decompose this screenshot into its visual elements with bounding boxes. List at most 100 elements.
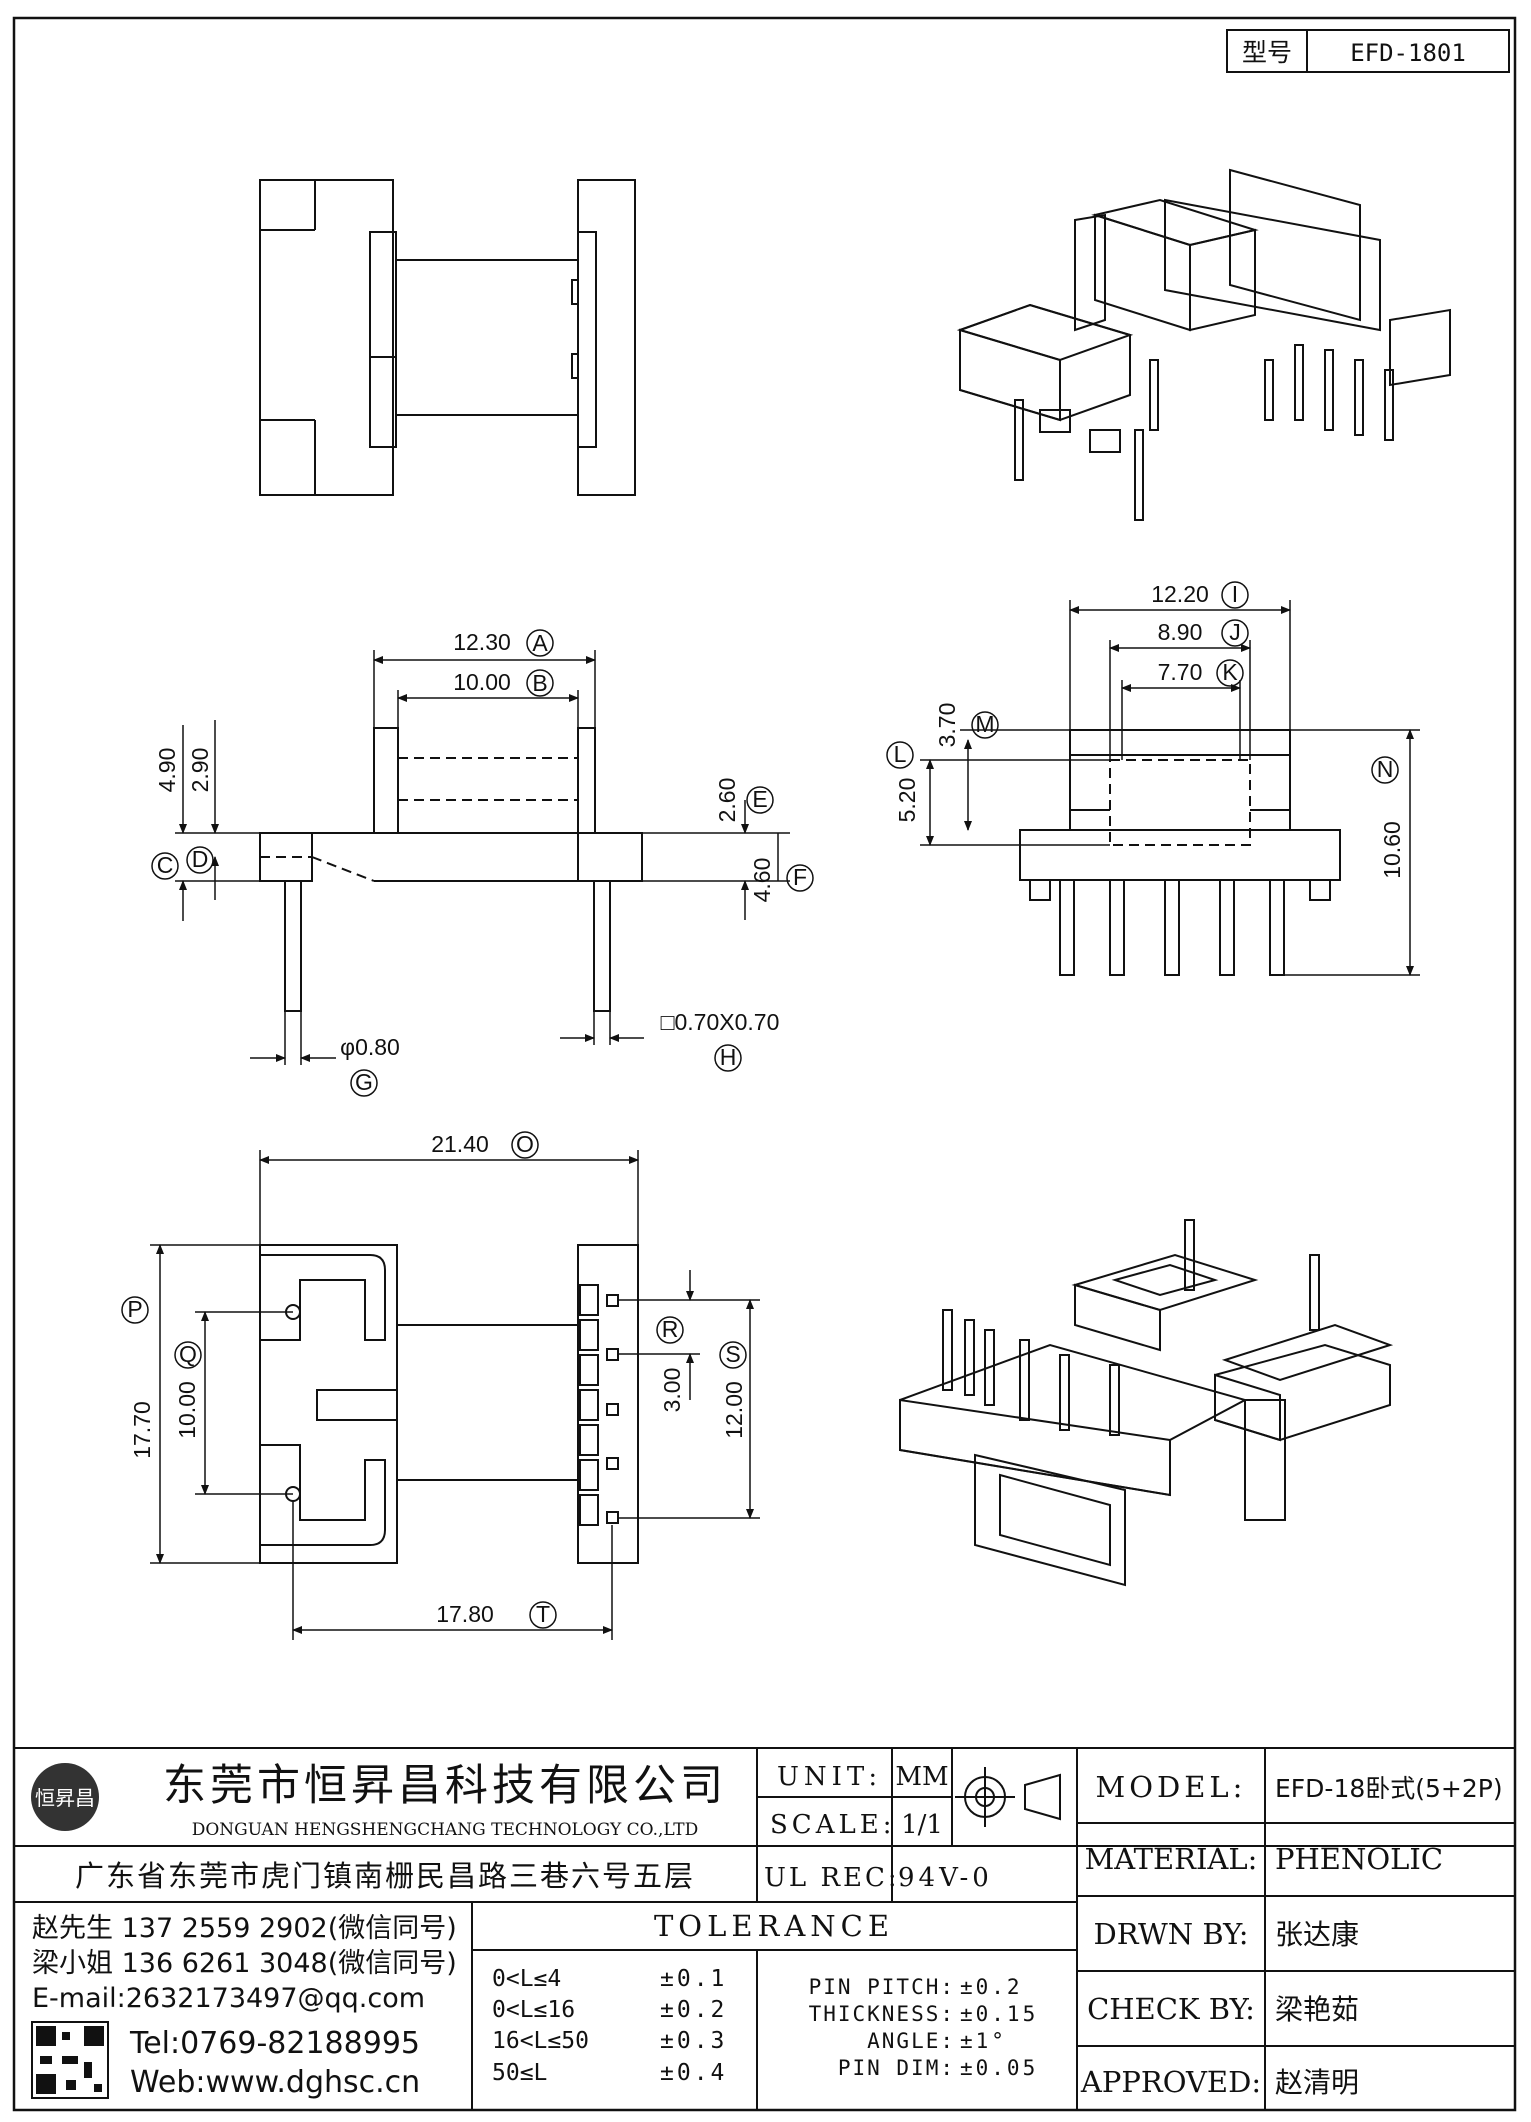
side-view-dims [920,600,1420,976]
svg-text:恒昇昌: 恒昇昌 [35,1786,95,1810]
dim-F-tag: F [793,864,807,890]
unit-label: UNIT: [777,1762,882,1792]
dim-E-tag: E [752,786,767,812]
spec-value-1: ±0.2 [960,1975,1023,1999]
dim-T-value: 17.80 [436,1601,494,1627]
model-tag-value: EFD-1801 [1350,39,1466,67]
dim-J-tag: J [1229,619,1241,645]
bottom-view-dims [150,1150,760,1640]
dim-C-tag-circle [151,852,179,880]
dim-T-tag: T [536,1601,550,1627]
dim-F-value: 4.60 [749,858,775,903]
dim-N-value: 10.60 [1379,821,1405,879]
spec-value-2: ±0.15 [960,2002,1038,2026]
dim-Q-value: 10.00 [174,1381,200,1439]
spec-label-4: PIN DIM: [838,2056,955,2080]
dim-R-value: 3.00 [659,1368,685,1413]
unit-value: MM [895,1762,948,1792]
tol-range-2: 0<L≤16 [492,1997,575,2023]
dim-K-tag: K [1222,659,1238,685]
front-view-dims [175,650,790,1065]
dim-M-tag: M [975,711,994,737]
check-value: 梁艳茹 [1275,1993,1359,2026]
spec-label-3: ANGLE: [867,2029,955,2053]
company-name-en: DONGUAN HENGSHENGCHANG TECHNOLOGY CO.,LT… [192,1820,699,1840]
dim-A-tag: A [532,630,548,656]
dim-C-value: 4.90 [154,748,180,793]
dim-O-value: 21.40 [431,1131,489,1157]
title-block-grid [14,1747,1515,2110]
model-tag: 型号 EFD-1801 [1226,29,1510,73]
check-label: CHECK BY: [1087,1992,1255,2026]
contact-web: Web:www.dghsc.cn [130,2065,420,2100]
material-value: PHENOLIC [1275,1842,1443,1876]
dim-M-tag-circle [971,711,999,739]
dim-D-tag: D [192,846,209,872]
tol-value-2: ±0.2 [660,1997,727,2023]
approved-label: APPROVED: [1080,2065,1261,2099]
dim-L-value: 5.20 [894,778,920,823]
contact-2: 梁小姐 136 6261 3048(微信同号) [32,1948,457,1979]
iso-view-bottom [899,1219,1394,1587]
dim-L-tag: L [894,741,907,767]
tol-value-1: ±0.1 [660,1966,727,1992]
dim-A-value: 12.30 [453,629,511,655]
side-view [1019,729,1341,976]
model-label: MODEL: [1096,1770,1247,1804]
dim-L-tag-circle [886,741,914,769]
dim-B-value: 10.00 [453,669,511,695]
dim-K-tag-circle [1216,659,1244,687]
sheet-border [12,16,1517,2112]
contact-email: E-mail:2632173497@qq.com [32,1983,425,2014]
dim-I-tag: I [1232,581,1238,607]
dim-K-value: 7.70 [1158,659,1203,685]
dim-Q-tag-circle [174,1341,202,1369]
spec-label-2: THICKNESS: [809,2002,955,2026]
dim-M-value: 3.70 [934,703,960,748]
dim-G-tag: G [355,1069,373,1095]
tol-range-4: 50≤L [492,2060,547,2086]
scale-label: SCALE: [770,1810,896,1840]
dim-C-tag: C [157,852,174,878]
dim-S-value: 12.00 [721,1381,747,1439]
drwn-value: 张达康 [1275,1918,1359,1951]
company-name-cn: 东莞市恒昇昌科技有限公司 [163,1761,727,1811]
dim-Q-tag: Q [179,1341,197,1367]
dim-B-tag-circle [526,669,554,697]
contact-1: 赵先生 137 2559 2902(微信同号) [32,1913,457,1944]
dim-P-tag: P [127,1296,142,1322]
tol-range-3: 16<L≤50 [492,2028,589,2054]
dim-S-tag: S [725,1341,740,1367]
dim-J-tag-circle [1221,619,1249,647]
ulrec-value: 94V-0 [898,1863,993,1893]
dim-N-tag-circle [1371,756,1399,784]
dim-R-tag: R [662,1316,679,1342]
dim-I-tag-circle [1221,581,1249,609]
dim-N-tag: N [1377,756,1394,782]
front-view [259,727,643,1012]
dim-H-value: □0.70X0.70 [661,1009,780,1035]
dim-E-tag-circle [746,786,774,814]
dim-O-tag-circle [511,1131,539,1159]
dim-O-tag: O [516,1131,534,1157]
dim-T-tag-circle [529,1601,557,1629]
tol-value-3: ±0.3 [660,2028,727,2054]
scale-value: 1/1 [901,1810,943,1840]
dim-D-tag-circle [186,846,214,874]
model-tag-label: 型号 [1242,38,1292,67]
projection-symbol-icon [955,1767,1061,1827]
dim-D-value: 2.90 [187,748,213,793]
company-address: 广东省东莞市虎门镇南栅民昌路三巷六号五层 [75,1859,695,1893]
dim-A-tag-circle [526,629,554,657]
spec-value-3: ±1° [960,2029,1007,2053]
dim-E-value: 2.60 [714,778,740,823]
spec-value-4: ±0.05 [960,2056,1038,2080]
tolerance-title: TOLERANCE [654,1909,894,1943]
bottom-view [259,1244,639,1564]
dim-G-value: φ0.80 [340,1034,400,1060]
dim-G-tag-circle [350,1069,378,1097]
dim-R-tag-circle [656,1316,684,1344]
dim-S-tag-circle [719,1341,747,1369]
dim-P-tag-circle [121,1296,149,1324]
